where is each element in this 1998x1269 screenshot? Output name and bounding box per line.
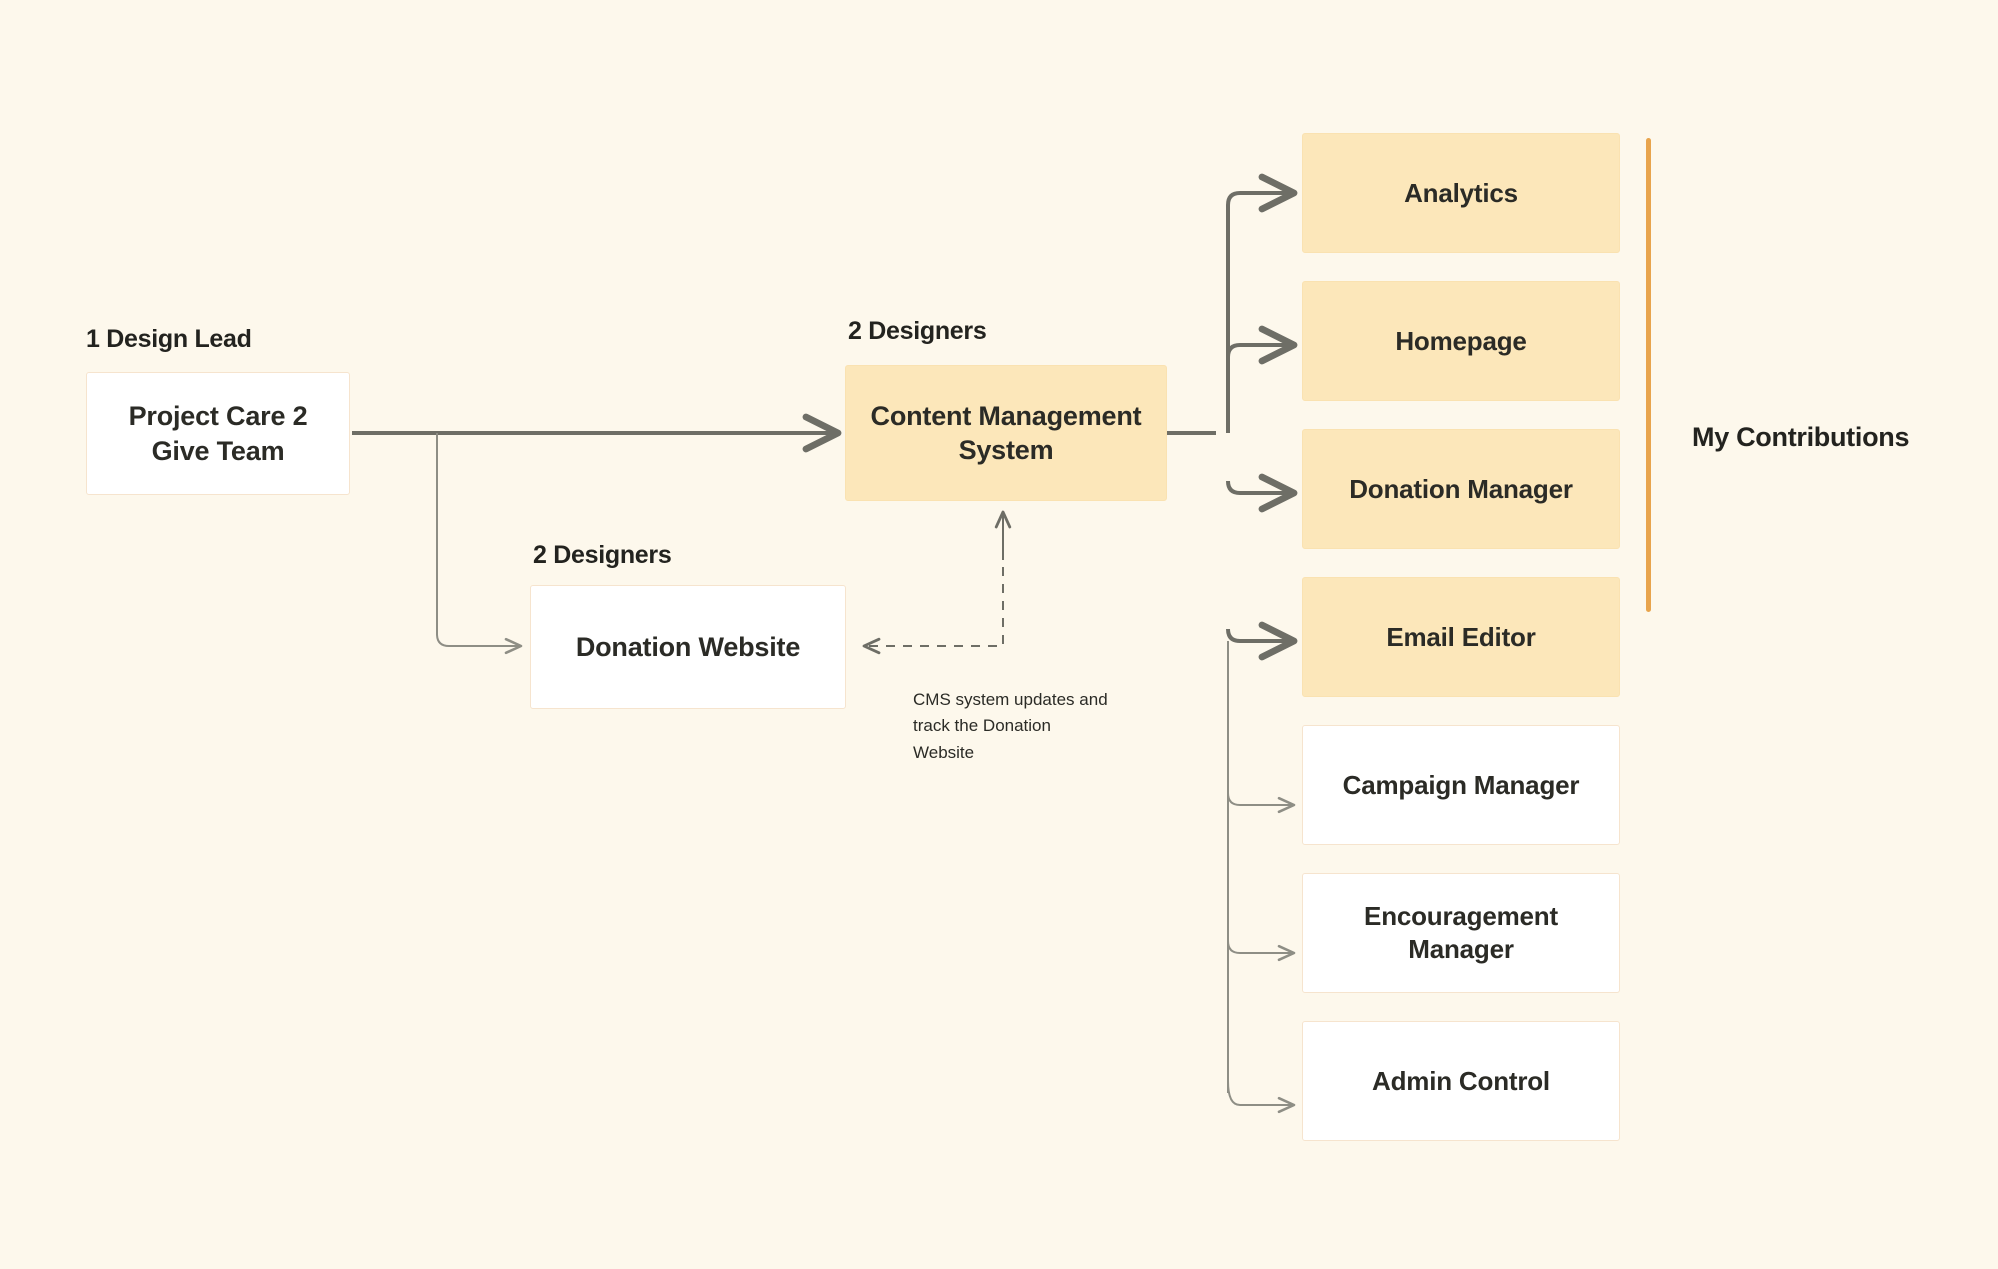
module-box-label: Campaign Manager: [1342, 769, 1580, 800]
node-content-management-system-label: Content Management System: [870, 400, 1142, 465]
edge-cms-website-dashed: [862, 510, 1012, 655]
node-project-care-team-label: Project Care 2 Give Team: [128, 401, 308, 466]
module-box-label: Admin Control: [1372, 1065, 1550, 1096]
module-box-label: Email Editor: [1386, 621, 1536, 652]
module-box[interactable]: Admin Control: [1302, 1021, 1620, 1141]
annotation-cms-website-note: CMS system updates and track the Donatio…: [913, 690, 1108, 762]
group-label-website-designers: 2 Designers: [533, 541, 672, 569]
edge-cms-trunk: [1167, 173, 1298, 1114]
group-label-design-lead: 1 Design Lead: [86, 325, 252, 353]
module-box[interactable]: Encouragement Manager: [1302, 873, 1620, 993]
module-box[interactable]: Analytics: [1302, 133, 1620, 253]
edge-team-to-website: [436, 433, 523, 655]
module-box[interactable]: Campaign Manager: [1302, 725, 1620, 845]
module-box-label: Analytics: [1404, 177, 1518, 208]
module-box[interactable]: Homepage: [1302, 281, 1620, 401]
node-donation-website-label: Donation Website: [575, 631, 801, 662]
node-project-care-team[interactable]: Project Care 2 Give Team: [86, 372, 350, 495]
group-label-cms-designers: 2 Designers: [848, 317, 987, 345]
module-box-label: Encouragement Manager: [1364, 901, 1558, 964]
module-box-label: Homepage: [1395, 325, 1527, 356]
node-donation-website[interactable]: Donation Website: [530, 585, 846, 709]
my-contributions-label: My Contributions: [1692, 422, 1910, 452]
module-box[interactable]: Donation Manager: [1302, 429, 1620, 549]
module-box-label: Donation Manager: [1349, 473, 1573, 504]
module-box[interactable]: Email Editor: [1302, 577, 1620, 697]
node-content-management-system[interactable]: Content Management System: [845, 365, 1167, 501]
my-contributions-accent-bar: [1646, 138, 1651, 612]
